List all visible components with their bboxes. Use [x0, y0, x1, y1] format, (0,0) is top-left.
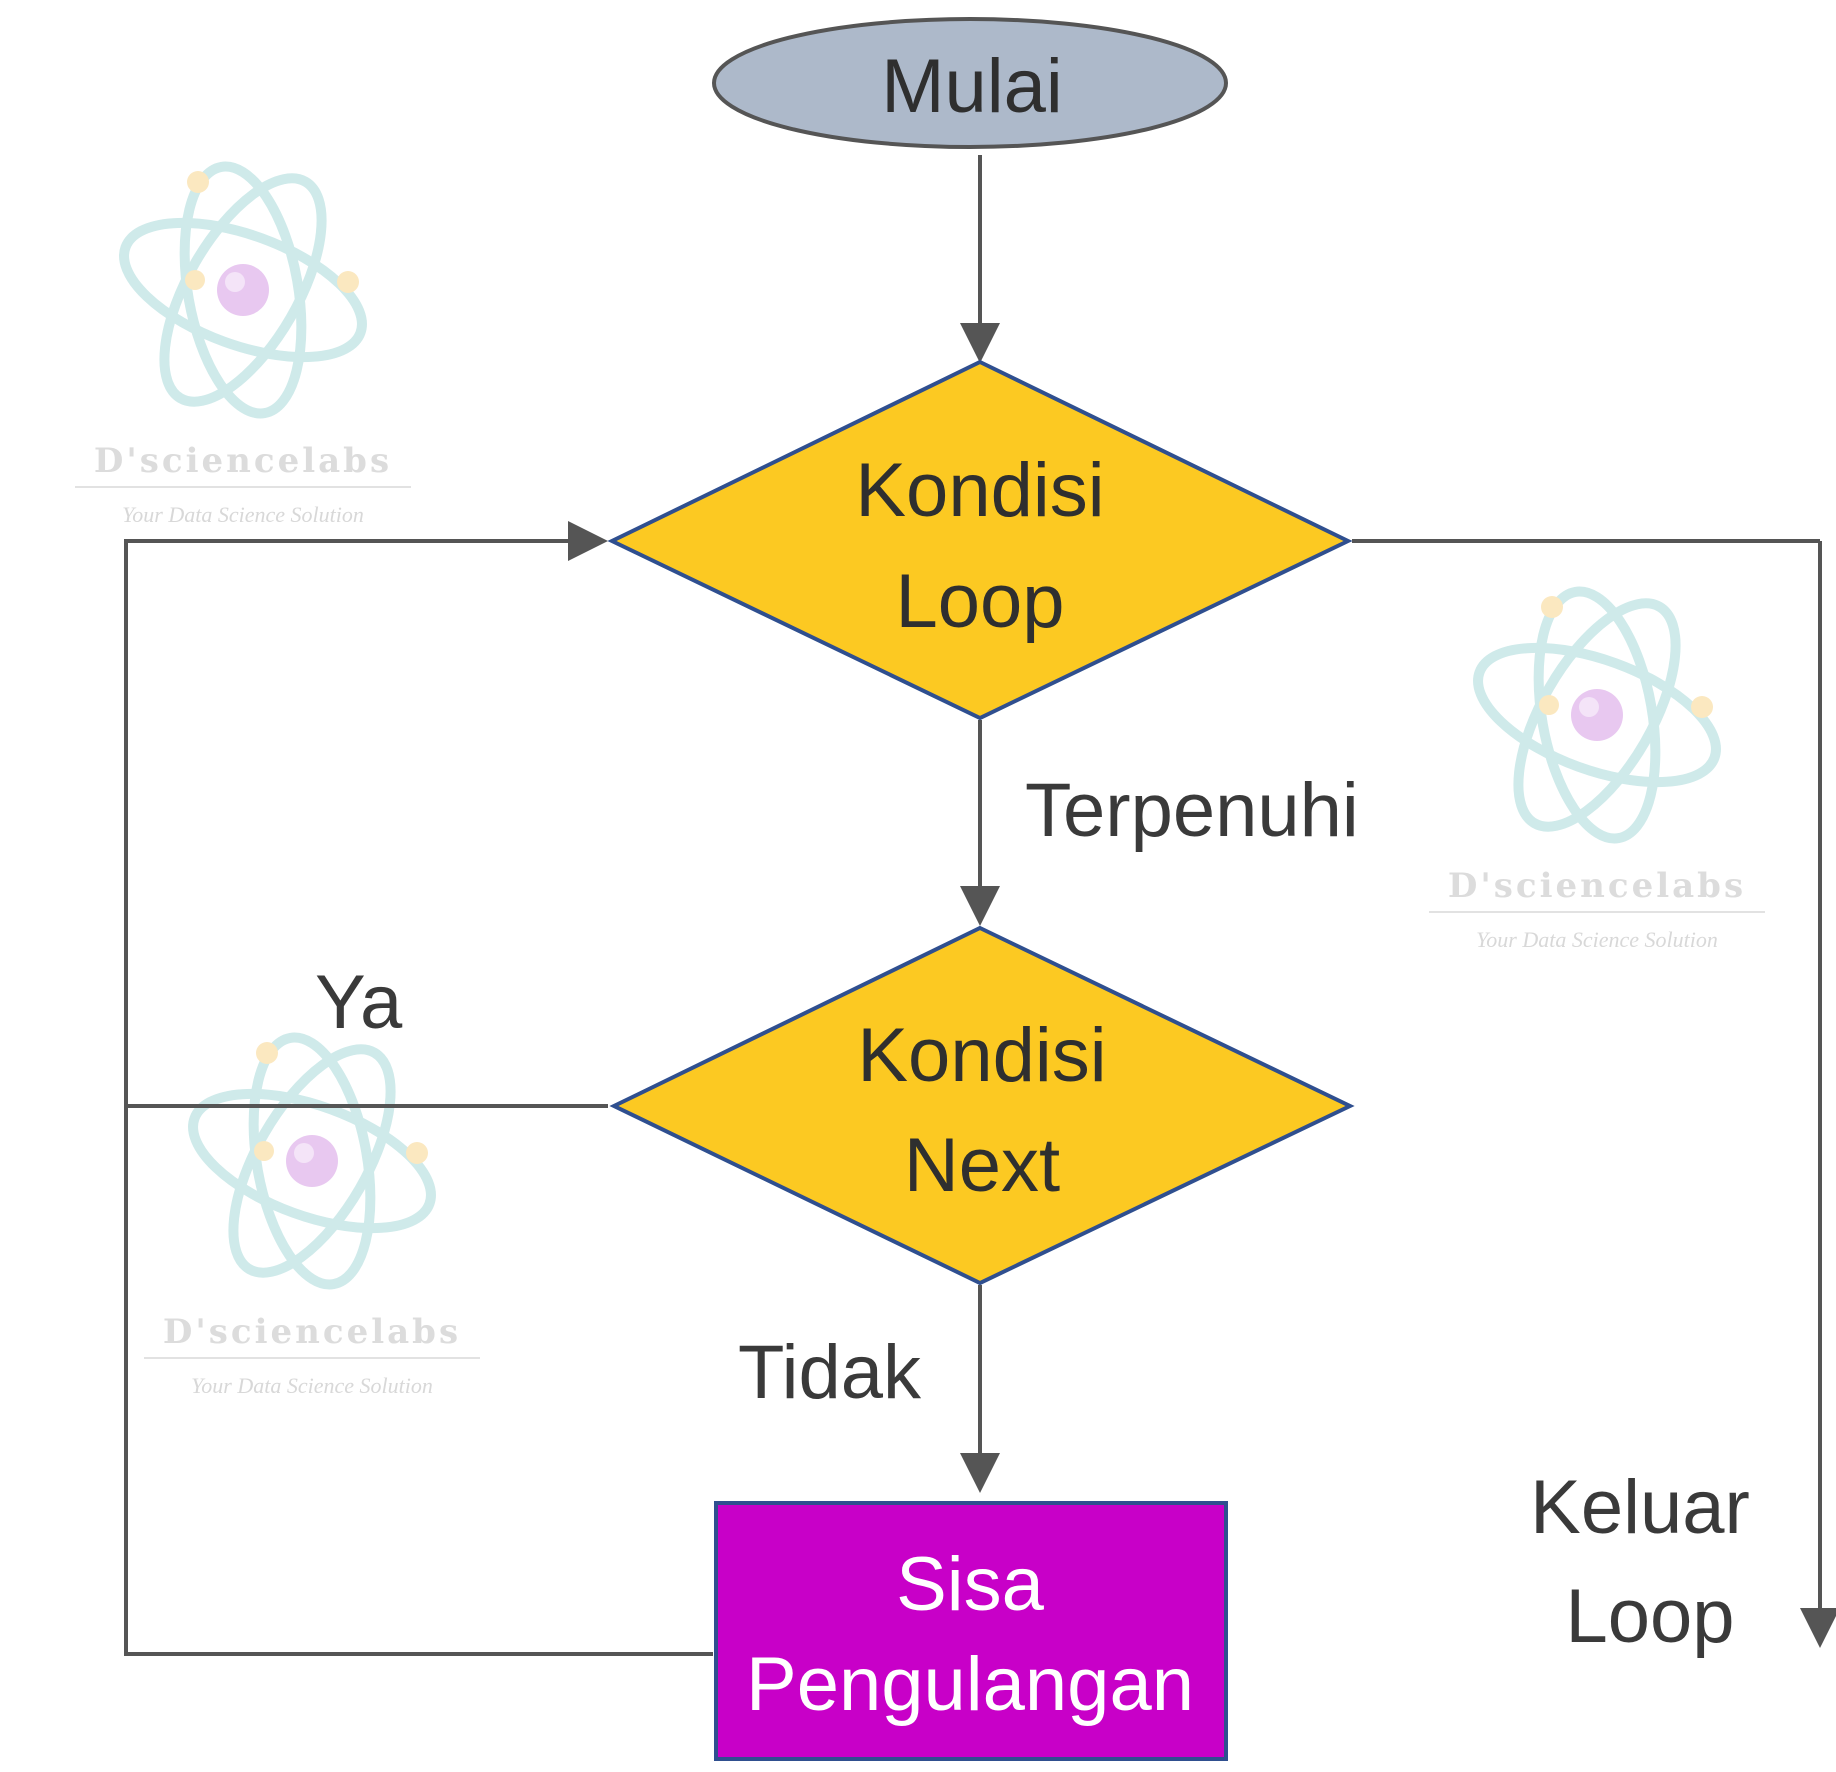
watermark-brand: D'sciencelabs	[163, 1312, 461, 1352]
watermark-tagline: Your Data Science Solution	[191, 1373, 433, 1398]
edge-label-no: Tidak	[738, 1330, 922, 1415]
rest-label-line1: Sisa	[896, 1542, 1045, 1627]
next-condition-label-line1: Kondisi	[857, 1013, 1106, 1098]
next-condition-label-line2: Next	[904, 1123, 1060, 1208]
arrow-rest-back-to-loop	[124, 521, 713, 1656]
watermark-tagline: Your Data Science Solution	[1476, 927, 1718, 952]
loop-condition-label-line1: Kondisi	[855, 448, 1104, 533]
watermark-3: D'sciencelabs Your Data Science Solution	[144, 1025, 480, 1398]
edge-label-exit-line2: Loop	[1565, 1574, 1734, 1659]
watermark-brand: D'sciencelabs	[94, 441, 392, 481]
loop-condition-decision	[607, 359, 1353, 721]
rest-label-line2: Pengulangan	[746, 1642, 1194, 1727]
edge-label-yes: Ya	[315, 960, 403, 1045]
rest-of-loop-process	[714, 1501, 1228, 1761]
watermark-1: D'sciencelabs Your Data Science Solution	[75, 154, 411, 527]
watermark-tagline: Your Data Science Solution	[122, 502, 364, 527]
edge-label-fulfilled: Terpenuhi	[1025, 768, 1359, 853]
loop-condition-label-line2: Loop	[895, 559, 1064, 644]
watermark-brand: D'sciencelabs	[1448, 866, 1746, 906]
next-condition-decision	[609, 925, 1355, 1286]
start-node	[712, 17, 1228, 149]
watermark-2: D'sciencelabs Your Data Science Solution	[1429, 579, 1765, 952]
edge-label-exit-line1: Keluar	[1530, 1465, 1750, 1550]
start-label: Mulai	[881, 44, 1063, 129]
